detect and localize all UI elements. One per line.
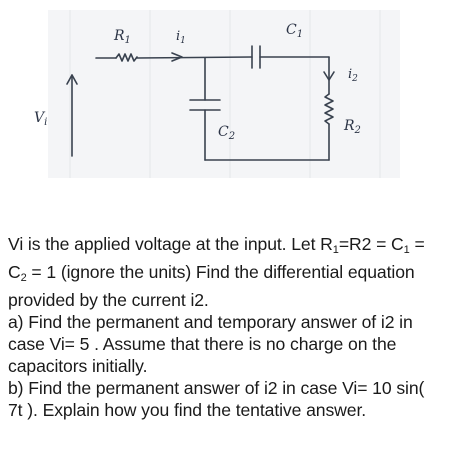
- label-c2: C2: [218, 124, 235, 142]
- top-wire-middle: [136, 56, 253, 59]
- resistor-r2: [324, 93, 334, 125]
- problem-line-2: C2 = 1 (ignore the units) Find the diffe…: [8, 262, 415, 284]
- label-i2: i2: [348, 67, 358, 84]
- problem-line-3: provided by the current i2.: [8, 290, 209, 310]
- circuit-diagram: R1 i1 C1 i2 Vi C2 R2: [0, 0, 474, 200]
- circuit-sketch: R1 i1 C1 i2 Vi C2 R2: [34, 10, 400, 178]
- label-vi: Vi: [34, 110, 47, 128]
- problem-line-8: 7t ). Explain how you find the tentative…: [8, 400, 367, 420]
- paper-texture: [69, 10, 381, 178]
- problem-line-7: b) Find the permanent answer of i2 in ca…: [8, 378, 425, 398]
- paper-background: [48, 10, 400, 178]
- current-arrow-i1: [171, 52, 183, 62]
- problem-line-5: case Vi= 5 . Assume that there is no cha…: [8, 334, 397, 354]
- label-r2: R2: [343, 118, 361, 136]
- current-arrow-i2: [323, 71, 335, 81]
- resistor-r1: [115, 53, 138, 62]
- problem-line-1: Vi is the applied voltage at the input. …: [8, 234, 425, 256]
- label-c1: C1: [286, 22, 303, 40]
- problem-statement: Vi is the applied voltage at the input. …: [8, 233, 468, 421]
- input-voltage-arrowhead: [66, 74, 78, 85]
- problem-line-4: a) Find the permanent and temporary answ…: [8, 312, 413, 332]
- label-r1: R1: [113, 28, 131, 46]
- problem-line-6: capacitors initially.: [8, 356, 148, 376]
- label-i1: i1: [176, 29, 186, 46]
